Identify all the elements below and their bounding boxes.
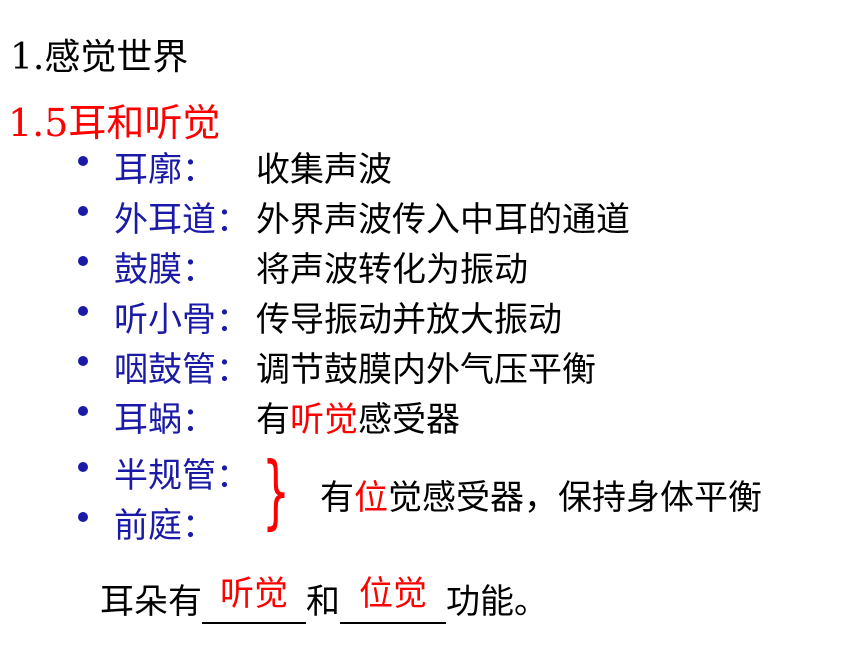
part-term: 外耳道： xyxy=(114,200,250,240)
bullet-icon xyxy=(78,156,88,166)
bullet-icon xyxy=(78,256,88,266)
part-description: 有听觉感受器 xyxy=(256,392,460,441)
part-term: 咽鼓管： xyxy=(114,350,250,390)
part-term: 耳廓： xyxy=(114,150,216,190)
bullet-icon xyxy=(78,462,88,472)
part-description: 将声波转化为振动 xyxy=(256,250,528,290)
part-term: 半规管： xyxy=(114,456,250,496)
highlight-text: 位 xyxy=(354,478,388,518)
answer-text: 听觉 xyxy=(220,574,288,614)
section-heading: 1.5耳和听觉 xyxy=(8,101,221,145)
desc-text: 觉感受器，保持身体平衡 xyxy=(388,478,762,518)
brace-description: 有位觉感受器，保持身体平衡 xyxy=(320,470,762,519)
bullet-icon xyxy=(78,406,88,416)
bullet-icon xyxy=(78,306,88,316)
summary-middle: 和 xyxy=(306,582,340,622)
bullet-icon xyxy=(78,356,88,366)
answer-blank: 听觉 xyxy=(202,574,306,624)
bullet-icon xyxy=(78,206,88,216)
desc-text: 感受器 xyxy=(358,400,460,440)
part-term: 耳蜗： xyxy=(114,400,216,440)
summary-prefix: 耳朵有 xyxy=(100,582,202,622)
part-description: 传导振动并放大振动 xyxy=(256,300,562,340)
part-description: 外界声波传入中耳的通道 xyxy=(256,200,630,240)
part-description: 收集声波 xyxy=(256,150,392,190)
desc-text: 有 xyxy=(256,400,290,440)
slide-title: 1.感觉世界 xyxy=(10,37,189,78)
part-description: 调节鼓膜内外气压平衡 xyxy=(256,350,596,390)
summary-suffix: 功能。 xyxy=(446,582,548,622)
answer-blank: 位觉 xyxy=(340,574,446,624)
part-term: 鼓膜： xyxy=(114,250,216,290)
right-brace-icon: } xyxy=(262,445,290,538)
highlight-text: 听觉 xyxy=(290,400,358,440)
answer-text: 位觉 xyxy=(359,574,427,614)
part-term: 前庭： xyxy=(114,506,216,546)
desc-text: 有 xyxy=(320,478,354,518)
summary-sentence: 耳朵有听觉 和位觉 功能。 xyxy=(100,574,548,624)
part-term: 听小骨： xyxy=(114,300,250,340)
bullet-icon xyxy=(78,512,88,522)
